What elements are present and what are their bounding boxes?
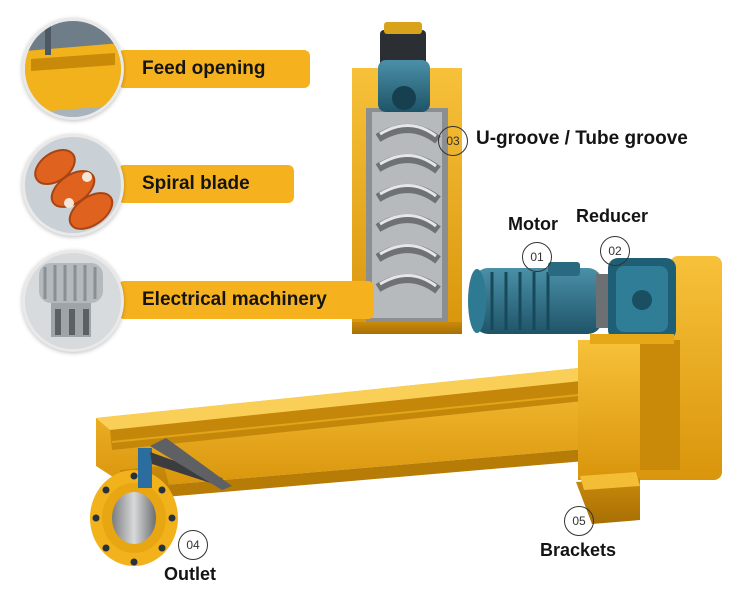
callout-u-groove: U-groove / Tube groove [476, 128, 688, 149]
callout-outlet: Outlet [164, 564, 216, 584]
feature-label: Spiral blade [118, 165, 294, 203]
outlet-flange [90, 438, 232, 566]
spiral-blade-photo [22, 134, 124, 236]
electric-motor-photo [22, 250, 124, 352]
reducer-assembly [590, 258, 676, 344]
u-groove-trough [352, 22, 462, 334]
main-conveyor-trough [96, 256, 722, 524]
callout-brackets: Brackets [540, 540, 617, 560]
feature-label: Feed opening [118, 50, 310, 88]
feed-opening-photo [22, 18, 124, 120]
callout-number-05: 05 [564, 506, 594, 536]
callout-number-02: 02 [600, 236, 630, 266]
callout-number-03: 03 [438, 126, 468, 156]
callout-number-04: 04 [178, 530, 208, 560]
motor-assembly [468, 262, 612, 334]
callout-reducer: Reducer [576, 206, 649, 226]
callout-motor: Motor [508, 214, 558, 234]
feature-label: Electrical machinery [118, 281, 374, 319]
callout-number-01: 01 [522, 242, 552, 272]
